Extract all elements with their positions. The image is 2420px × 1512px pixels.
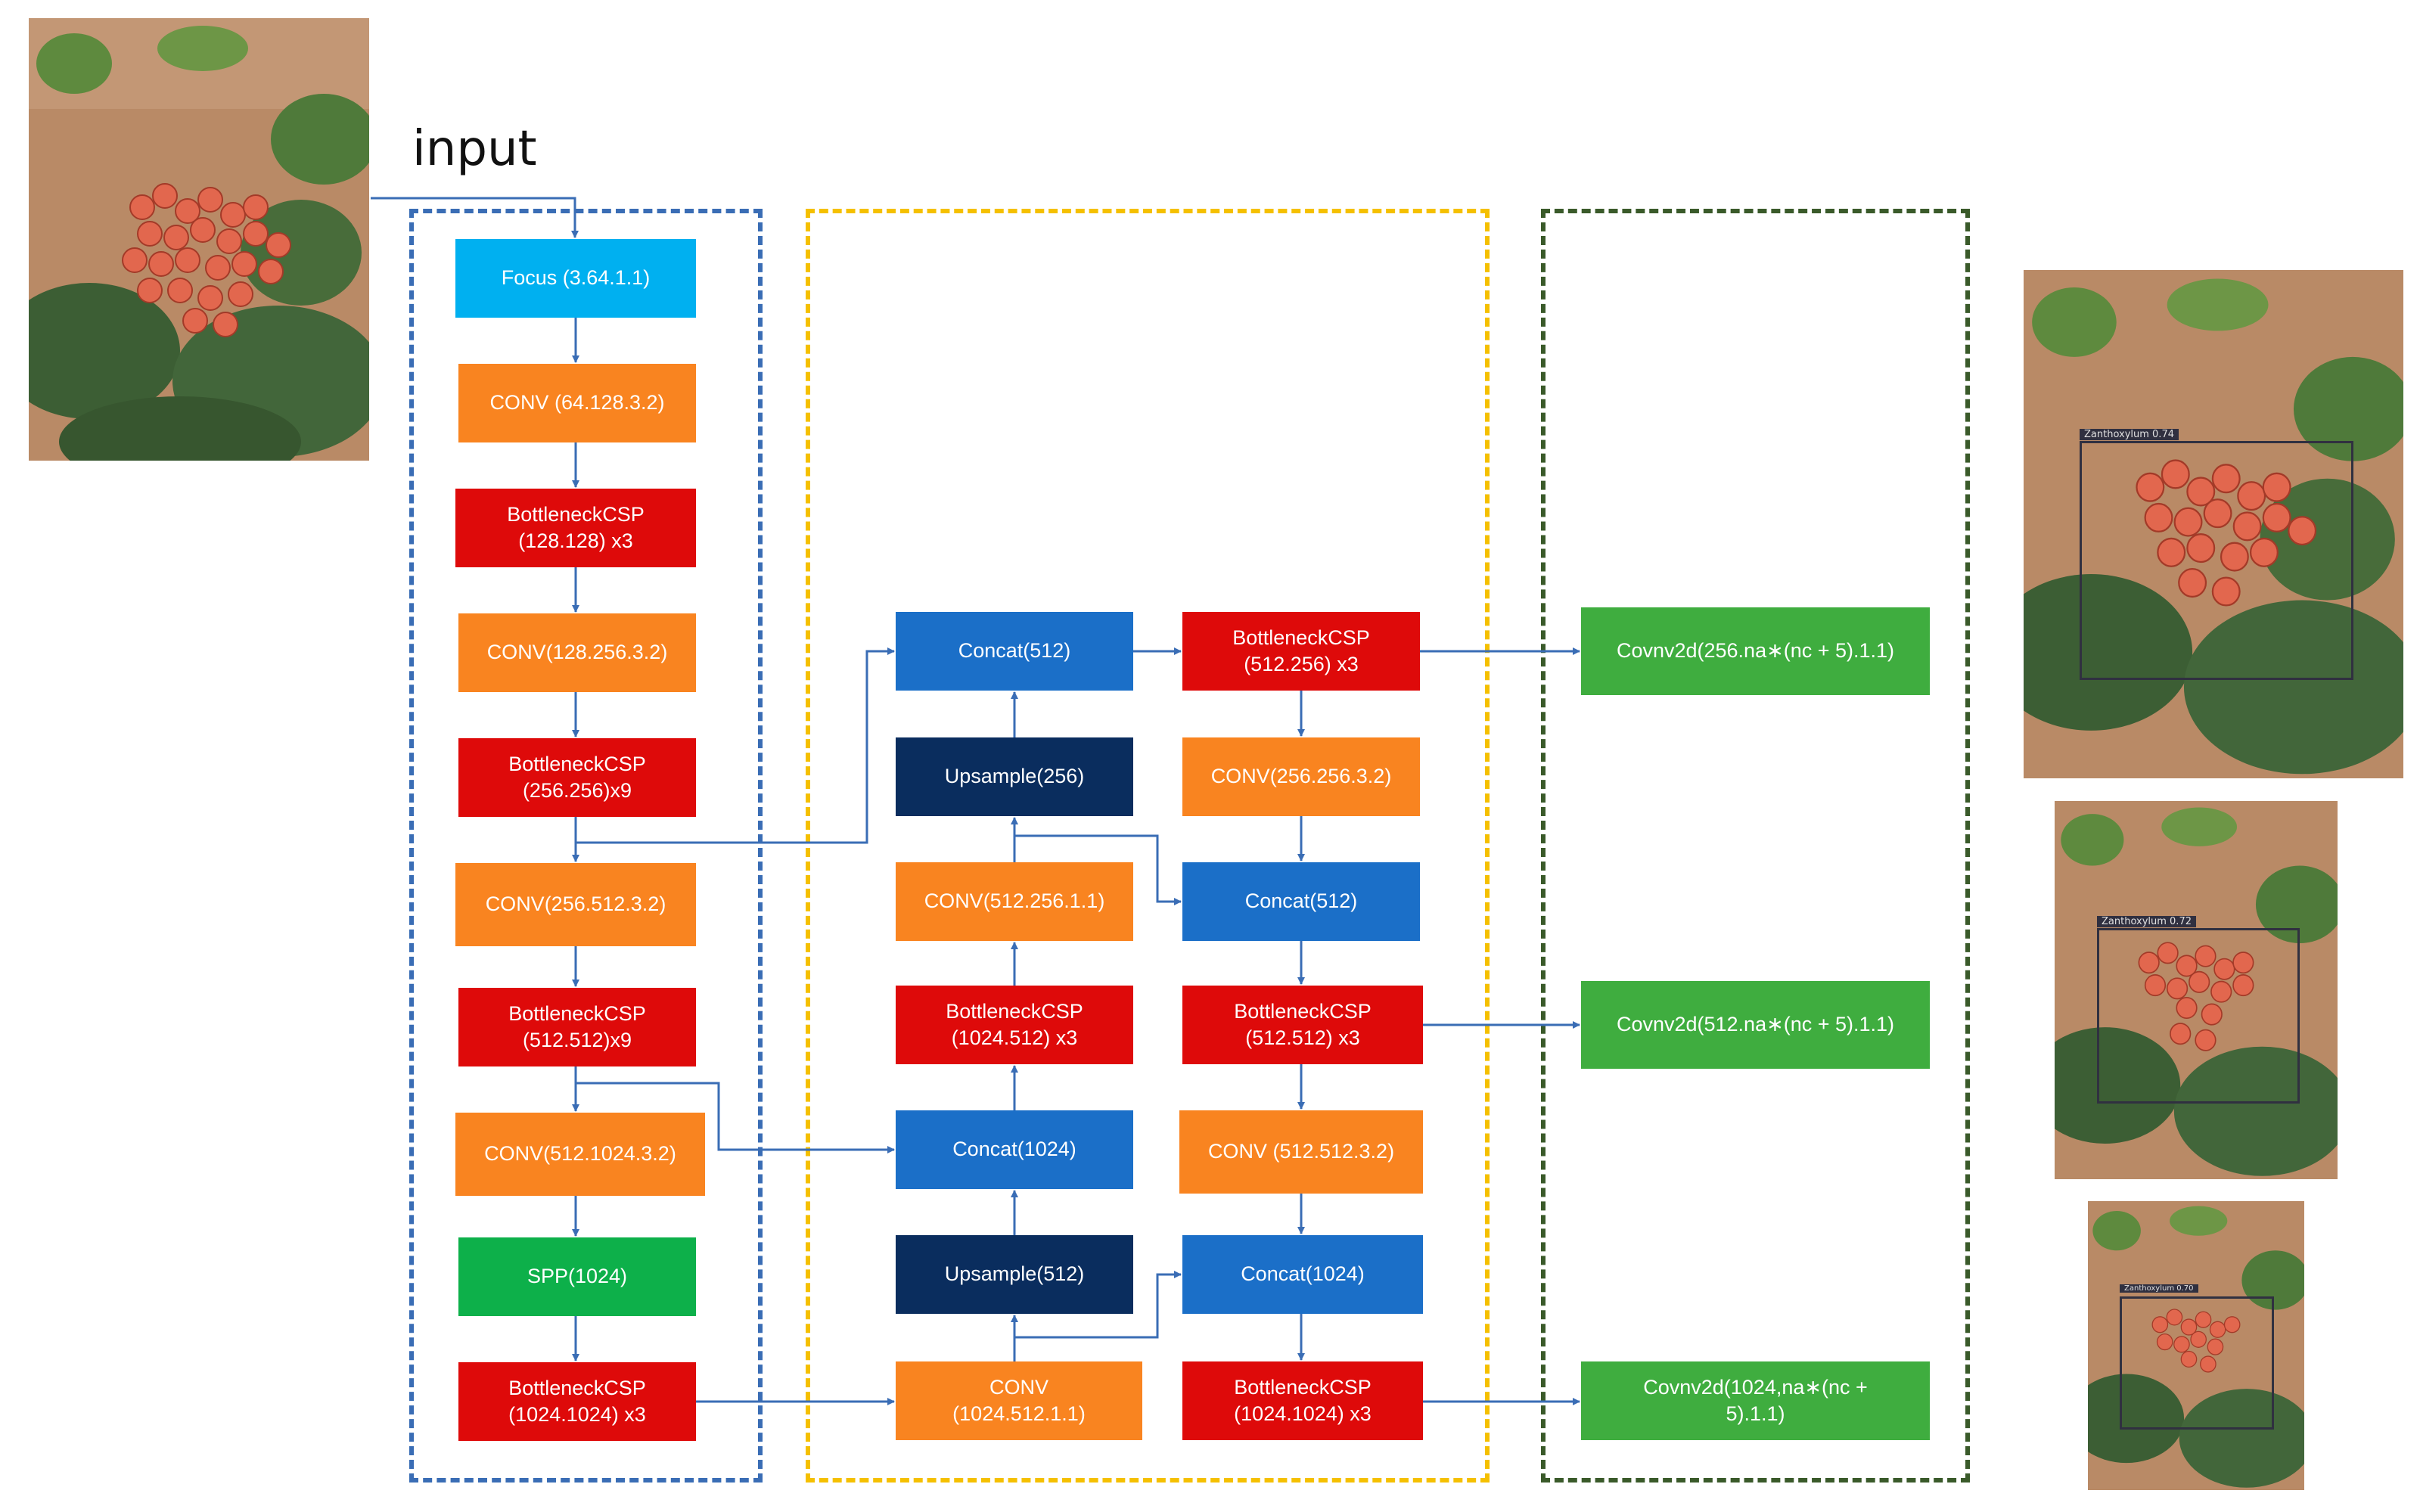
conv-block-1024-512: CONV (1024.512.1.1) <box>896 1361 1142 1440</box>
detect-conv-256: Covnv2d(256.na∗(nc + 5).1.1) <box>1581 607 1930 695</box>
input-label: input <box>412 121 537 177</box>
output-photo-large-image <box>2024 270 2403 778</box>
csp-block-1024-1024-neck: BottleneckCSP (1024.1024) x3 <box>1182 1361 1423 1440</box>
connector-arrow <box>1014 1271 1182 1339</box>
detection-box-small <box>2120 1296 2274 1430</box>
conv-block-128-256: CONV(128.256.3.2) <box>458 613 696 692</box>
output-photo-small: Zanthoxylum 0.70 <box>2088 1201 2304 1490</box>
conv-block-64-128: CONV (64.128.3.2) <box>458 364 696 442</box>
csp-block-1024-512: BottleneckCSP (1024.512) x3 <box>896 986 1133 1064</box>
neck-region <box>806 209 1490 1483</box>
csp-block-512-512: BottleneckCSP (512.512) x3 <box>1182 986 1423 1064</box>
input-photo <box>29 18 369 461</box>
csp-block-512: BottleneckCSP (512.512)x9 <box>458 988 696 1066</box>
input-arrow <box>371 197 579 238</box>
csp-block-1024: BottleneckCSP (1024.1024) x3 <box>458 1362 696 1441</box>
upsample-512: Upsample(512) <box>896 1235 1133 1314</box>
csp-block-512-256: BottleneckCSP (512.256) x3 <box>1182 612 1420 691</box>
connector-arrow <box>576 647 895 844</box>
output-photo-small-image <box>2088 1201 2304 1490</box>
detection-tag-medium: Zanthoxylum 0.72 <box>2097 916 2196 927</box>
conv-block-512-256: CONV(512.256.1.1) <box>896 862 1133 941</box>
detection-box-large <box>2080 441 2353 680</box>
detection-tag-large: Zanthoxylum 0.74 <box>2080 429 2179 440</box>
detection-box-medium <box>2097 928 2300 1104</box>
conv-block-256-512: CONV(256.512.3.2) <box>455 863 696 946</box>
csp-block-256: BottleneckCSP (256.256)x9 <box>458 738 696 817</box>
conv-block-512-1024: CONV(512.1024.3.2) <box>455 1113 705 1196</box>
upsample-256: Upsample(256) <box>896 737 1133 816</box>
output-photo-medium: Zanthoxylum 0.72 <box>2055 801 2338 1179</box>
output-photo-large: Zanthoxylum 0.74 <box>2024 270 2403 778</box>
input-photo-image <box>29 18 369 461</box>
concat-1024-left: Concat(1024) <box>896 1110 1133 1189</box>
spp-block: SPP(1024) <box>458 1237 696 1316</box>
focus-block: Focus (3.64.1.1) <box>455 239 696 318</box>
backbone-region <box>409 209 763 1483</box>
conv-block-256-256: CONV(256.256.3.2) <box>1182 737 1420 816</box>
csp-block-128: BottleneckCSP (128.128) x3 <box>455 489 696 567</box>
head-region <box>1541 209 1970 1483</box>
connector-arrow <box>1014 834 1182 905</box>
detect-conv-512: Covnv2d(512.na∗(nc + 5).1.1) <box>1581 981 1930 1069</box>
detect-conv-1024: Covnv2d(1024,na∗(nc + 5).1.1) <box>1581 1361 1930 1440</box>
detection-tag-small: Zanthoxylum 0.70 <box>2120 1284 2198 1293</box>
conv-block-512-512: CONV (512.512.3.2) <box>1179 1110 1423 1194</box>
concat-512-right: Concat(512) <box>1182 862 1420 941</box>
concat-1024-right: Concat(1024) <box>1182 1235 1423 1314</box>
concat-512-left: Concat(512) <box>896 612 1133 691</box>
output-photo-medium-image <box>2055 801 2338 1179</box>
connector-arrow <box>576 1082 895 1153</box>
